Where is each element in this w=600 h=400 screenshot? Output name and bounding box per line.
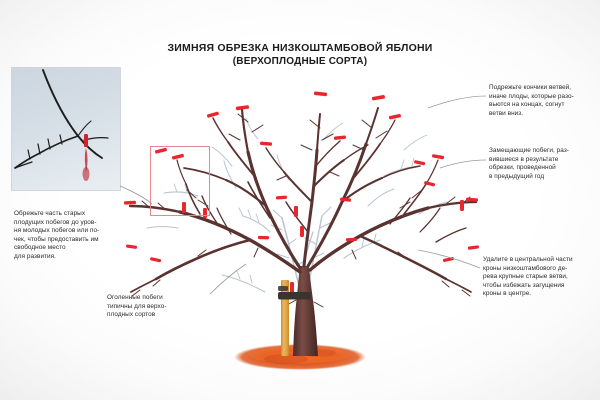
branch-closeup-photo: [12, 68, 120, 190]
title-line-1: ЗИМНЯЯ ОБРЕЗКА НИЗКОШТАМБОВОЙ ЯБЛОНИ: [167, 42, 433, 54]
replacement-shoots-note: Замещающие побеги, раз- вившиеся в резул…: [489, 147, 595, 181]
note-line: вившиеся в результате: [489, 155, 559, 163]
note-line: для развития.: [14, 252, 57, 260]
tree-tie: [278, 292, 311, 300]
crown-center-note: Удалите в центральной части кроны низкош…: [483, 256, 595, 299]
note-line: типичны для верхо-: [107, 302, 167, 310]
note-line: кроны низкоштамбового де-: [483, 264, 568, 272]
note-line: чек, чтобы предоставить им: [14, 235, 99, 243]
note-line: Подрежьте кончики ветвей,: [489, 84, 572, 91]
branch-tips-note: Подрежьте кончики ветвей, иначе плоды, к…: [489, 84, 595, 118]
tree-trunk: [293, 266, 318, 356]
note-line: Оголенные побеги: [107, 294, 163, 301]
title-line-2: (ВЕРХОПЛОДНЫЕ СОРТА): [232, 56, 368, 67]
note-line: плодущих побегов до уров-: [14, 218, 97, 226]
note-line: Удалите в центральной части: [483, 256, 573, 263]
note-line: кроны в центре.: [483, 290, 532, 298]
note-line: вьются на концах, согнут: [489, 101, 565, 109]
pruning-detail-highlight: [150, 146, 210, 216]
note-line: иначе плоды, которые разо-: [489, 92, 574, 100]
tree-branches: [128, 107, 478, 308]
note-line: ня молодых побегов или по-: [14, 227, 100, 235]
note-line: Обрежьте часть старых: [14, 210, 86, 217]
note-line: ветви вниз.: [489, 109, 524, 117]
note-line: плодных сортов: [107, 311, 156, 319]
note-line: Замещающие побеги, раз-: [489, 147, 569, 154]
page-title: ЗИМНЯЯ ОБРЕЗКА НИЗКОШТАМБОВОЙ ЯБЛОНИ (ВЕ…: [0, 41, 600, 69]
note-line: рева крупные старые ветви,: [483, 273, 568, 281]
note-line: чтобы избежать загущения: [483, 281, 565, 289]
old-fruiting-shoots-note: Обрежьте часть старых плодущих побегов д…: [14, 210, 134, 262]
note-line: свободное место: [14, 244, 66, 252]
note-line: в предыдущий год: [489, 172, 545, 180]
note-line: обрезки, проведенной: [489, 164, 556, 172]
bare-shoots-note: Оголенные побеги типичны для верхо- плод…: [107, 294, 211, 320]
